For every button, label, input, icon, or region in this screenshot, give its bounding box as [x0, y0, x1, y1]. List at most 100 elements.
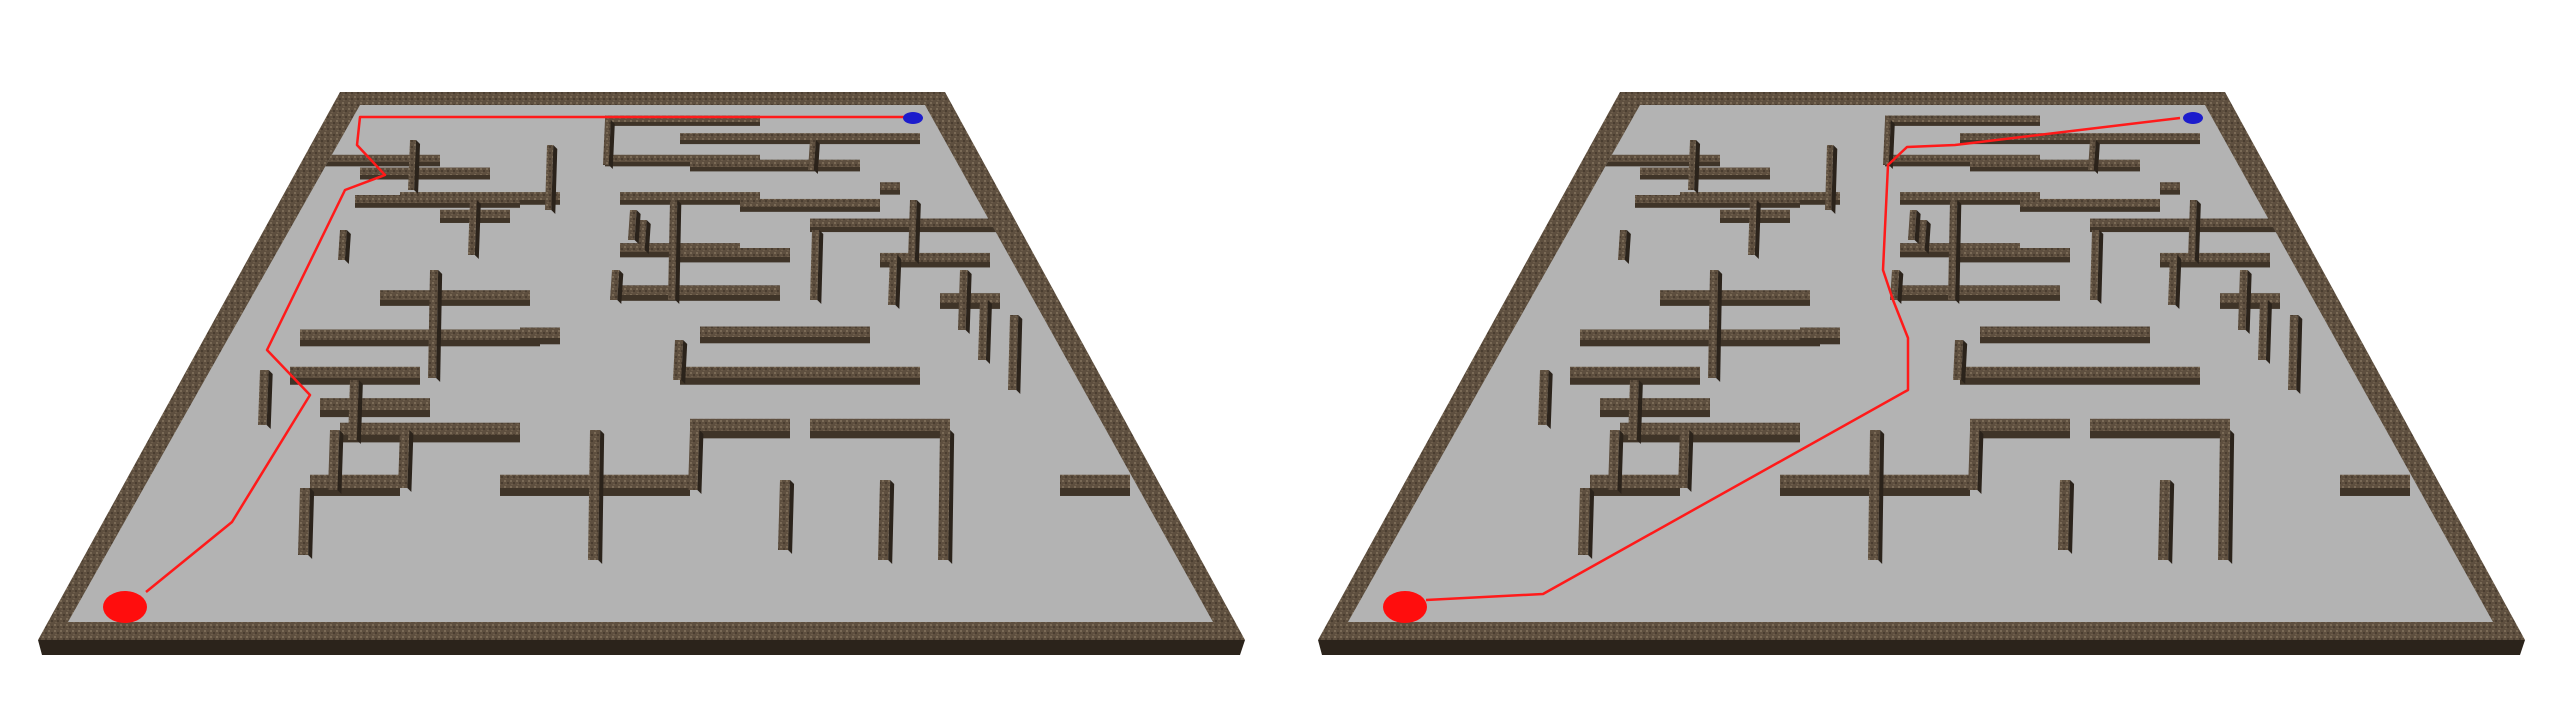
wall-top [1970, 159, 2140, 167]
wall-face [930, 227, 1010, 233]
wall-face [1580, 340, 1820, 347]
wall-face [2194, 200, 2201, 264]
wall-top [338, 230, 347, 260]
wall-face [680, 378, 920, 385]
wall-top [520, 327, 560, 338]
wall-face [634, 210, 641, 244]
wall-top [1950, 248, 2070, 257]
wall-face [266, 370, 273, 429]
wall-face [608, 120, 615, 169]
wall-top [888, 255, 898, 305]
wall-top [360, 167, 490, 175]
wall-face [1960, 140, 2200, 145]
wall-face [1588, 488, 1595, 559]
inner-walls [1538, 115, 2410, 564]
wall-top [380, 290, 530, 300]
wall-top [1953, 340, 1964, 380]
wall-top [1608, 430, 1620, 490]
wall-face [1960, 378, 2200, 385]
wall-top [545, 145, 554, 210]
wall-face [2090, 227, 2310, 233]
wall-top [740, 198, 880, 207]
wall-top [1968, 430, 1980, 490]
wall-face [360, 175, 490, 180]
maze-panel-left [38, 92, 1245, 655]
wall-face [681, 340, 688, 384]
wall-top [588, 430, 601, 560]
wall-top [348, 380, 359, 440]
wall-top [978, 300, 988, 360]
wall-top [468, 200, 477, 255]
wall-face [1617, 430, 1624, 494]
wall-top [620, 192, 760, 200]
wall-face [700, 337, 870, 344]
wall-face [1590, 488, 1680, 496]
wall-face [2160, 262, 2270, 268]
outer-wall-front-face [1318, 640, 2525, 655]
wall-top [2218, 430, 2231, 560]
maze-floor [1348, 105, 2493, 622]
wall-face [2296, 315, 2303, 394]
red-start-marker [103, 591, 147, 623]
wall-face [1900, 200, 2040, 205]
wall-top [408, 140, 417, 190]
wall-top [2168, 255, 2178, 305]
wall-face [551, 145, 558, 214]
wall-top [1908, 210, 1917, 240]
wall-face [1060, 488, 1130, 496]
wall-face [620, 295, 780, 301]
wall-face [1620, 435, 1800, 443]
blue-goal-marker [2183, 112, 2203, 124]
wall-top [1640, 167, 1770, 175]
wall-top [1678, 430, 1690, 488]
wall-top [1580, 329, 1820, 340]
wall-top [1618, 230, 1627, 260]
wall-face [310, 488, 400, 496]
wall-face [617, 270, 624, 304]
wall-face [1800, 338, 1840, 345]
wall-face [1885, 122, 2040, 126]
wall-top [2020, 198, 2160, 207]
wall-top [603, 120, 611, 165]
wall-top [958, 270, 968, 330]
wall-top [1008, 315, 1019, 390]
wall-top [2090, 230, 2100, 300]
wall-top [1600, 398, 1710, 410]
wall-face [474, 200, 481, 259]
wall-top [878, 480, 891, 560]
wall-face [1590, 162, 1720, 167]
wall-face [1716, 270, 1723, 382]
wall-top [810, 230, 820, 300]
wall-top [680, 366, 920, 378]
wall-top [1900, 192, 2040, 200]
wall-face [320, 410, 430, 418]
wall-top [1590, 474, 1680, 488]
wall-face [948, 430, 955, 564]
wall-top [1825, 145, 1834, 210]
wall-face [1636, 380, 1643, 444]
wall-top [1660, 290, 1810, 300]
wall-top [1980, 326, 2150, 337]
wall-top [620, 285, 780, 295]
wall-top [1970, 418, 2070, 431]
wall-face [1624, 230, 1631, 264]
wall-face [1897, 270, 1904, 304]
wall-face [914, 200, 921, 264]
wall-top [2238, 270, 2248, 330]
wall-top [1708, 270, 1719, 378]
wall-face [810, 227, 1030, 233]
wall-face [690, 431, 790, 439]
wall-face [2228, 430, 2235, 564]
wall-face [2168, 480, 2175, 564]
wall-face [1546, 370, 1553, 429]
wall-face [2160, 190, 2180, 195]
wall-face [1914, 210, 1921, 244]
wall-face [1888, 120, 1895, 169]
wall-face [1878, 430, 1885, 564]
wall-face [2097, 230, 2104, 304]
wall-face [2175, 255, 2182, 309]
inner-walls [258, 115, 1130, 564]
blue-goal-marker [903, 112, 923, 124]
wall-face [1754, 200, 1761, 259]
maze-floor [68, 105, 1213, 622]
